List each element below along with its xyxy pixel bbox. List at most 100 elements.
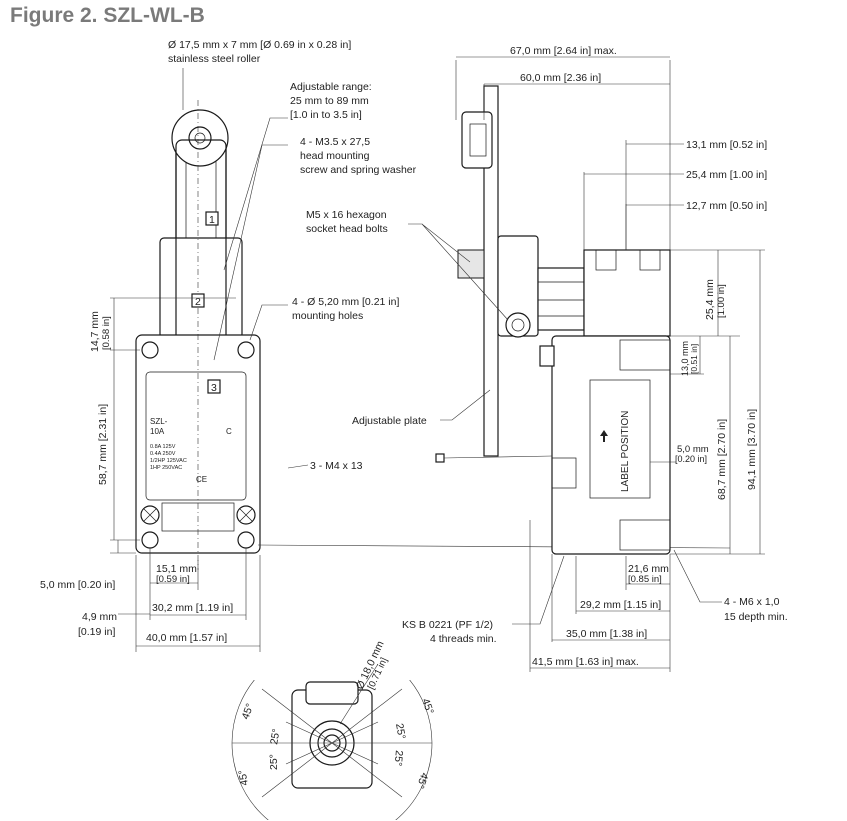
cover-screw-l (140, 505, 160, 525)
holes-2: mounting holes (292, 310, 363, 322)
dim-67: 67,0 mm [2.64 in] max. (510, 45, 617, 57)
angle-45-tl: 45° (240, 702, 257, 721)
side-view: LABEL POSITION 67,0 mm [2.64 in] max. 60… (306, 45, 788, 672)
label-line-4: 1/2HP 125VAC (150, 458, 187, 464)
head-tab-l (595, 249, 617, 271)
dim-5-0: 5,0 mm [0.20 in] (40, 579, 115, 591)
switch-head (159, 237, 243, 339)
dim-5-0r: 5,0 mm (677, 444, 709, 455)
angle-25-tr: 25° (393, 722, 408, 740)
side-head-housing (583, 249, 671, 337)
label-position: LABEL POSITION (620, 411, 631, 492)
figure-title: Figure 2. SZL-WL-B (10, 4, 205, 27)
m4-note: 3 - M4 x 13 (310, 460, 363, 472)
roller-note-2: stainless steel roller (168, 53, 261, 65)
screw-1: 4 - M3.5 x 27,5 (300, 136, 370, 148)
label-plate (145, 371, 247, 501)
cover-screw-cross (143, 508, 253, 522)
leader-adj-range (223, 117, 288, 271)
dim-35-0: 35,0 mm [1.38 in] (566, 628, 647, 640)
dim-60: 60,0 mm [2.36 in] (520, 72, 601, 84)
leader-holes (249, 304, 288, 341)
angle-45-tr: 45° (419, 697, 436, 716)
m6-2: 15 depth min. (724, 611, 788, 623)
angle-45-br: 45° (414, 771, 431, 790)
dim-30-2: 30,2 mm [1.19 in] (152, 602, 233, 614)
roller-axle (194, 132, 206, 144)
mounting-hole-tr (237, 341, 255, 359)
label-ce: CE (196, 475, 207, 484)
dim-29-2: 29,2 mm [1.15 in] (580, 599, 661, 611)
dim-25-4v-in: [1.00 in] (716, 284, 727, 318)
top-head (305, 681, 359, 705)
ks-1: KS B 0221 (PF 1/2) (402, 619, 493, 631)
dim-58-7: 58,7 mm [2.31 in] (97, 404, 109, 485)
screw-3: screw and spring washer (300, 164, 417, 176)
leader-screw (213, 144, 288, 361)
plate-pivot-core (511, 318, 525, 332)
adj-plate-label: Adjustable plate (352, 415, 427, 427)
label-position-box (589, 379, 651, 499)
plate-marker (435, 453, 445, 463)
label-line-2: 0.8A 125V (150, 444, 176, 450)
dim-13-1: 13,1 mm [0.52 in] (686, 139, 767, 151)
dim-4-9: 4,9 mm (82, 611, 117, 623)
cover-screw-r (236, 505, 256, 525)
angle-25-bl: 25° (268, 754, 280, 770)
top-body (291, 689, 373, 789)
front-view: 1 2 3 SZL- 10A 0.8A 125V 0.4A 250V 1/2HP… (40, 39, 417, 652)
adj-range-2: 25 mm to 89 mm (290, 95, 369, 107)
side-body (551, 335, 671, 555)
bolts-1: M5 x 16 hexagon (306, 209, 387, 221)
holes-1: 4 - Ø 5,20 mm [0.21 in] (292, 296, 399, 308)
label-line-1: 10A (150, 427, 165, 436)
dim-40-0: 40,0 mm [1.57 in] (146, 632, 227, 644)
dim-13-0-in: [0.51 in] (689, 344, 699, 374)
angle-line-4 (285, 721, 379, 765)
dim-25-4a: 25,4 mm [1.00 in] (686, 169, 767, 181)
dim-5-0r-in: [0.20 in] (675, 454, 707, 464)
roller (171, 109, 229, 167)
mounting-hole-tl (141, 341, 159, 359)
dim-12-7: 12,7 mm [0.50 in] (686, 200, 767, 212)
roller-note-1: Ø 17,5 mm x 7 mm [Ø 0.69 in x 0.28 in] (168, 39, 351, 51)
adj-range-3: [1.0 in to 3.5 in] (290, 109, 362, 121)
plate-pivot (505, 312, 531, 338)
screw-2: head mounting (300, 150, 370, 162)
m6-1: 4 - M6 x 1,0 (724, 596, 780, 608)
dim-14-7-in: [0.58 in] (101, 316, 112, 350)
label-line-0: SZL- (150, 417, 168, 426)
leader-dia (339, 663, 379, 725)
marker-1-box (205, 211, 219, 226)
marker-1: 1 (209, 214, 215, 226)
label-line-3: 0.4A 250V (150, 451, 176, 457)
plate-marker-line (443, 455, 553, 459)
roller-hub (188, 126, 212, 150)
dim-25-4v: 25,4 mm (704, 279, 716, 320)
label-c: C (226, 427, 232, 436)
top-view: Ø 18,0 mm [0.71 in] 45° 25° 45° 25° 45° … (231, 639, 436, 820)
leader-plate (440, 389, 491, 421)
dim-21-6: 21,6 mm (628, 563, 669, 575)
leader-bolts (408, 223, 509, 321)
dim-14-7: 14,7 mm (89, 311, 101, 352)
bolts-2: socket head bolts (306, 223, 388, 235)
side-roller (461, 111, 493, 169)
dim-4-9-in: [0.19 in] (78, 626, 115, 638)
side-top-boss (619, 339, 671, 371)
marker-3-box (207, 379, 221, 394)
hex-bolt (457, 249, 485, 279)
dim-68-7: 68,7 mm [2.70 in] (716, 419, 728, 500)
angle-45-bl: 45° (236, 769, 251, 787)
side-bottom-boss (619, 519, 671, 551)
side-roller-core (469, 123, 487, 157)
side-body-lug (539, 345, 555, 367)
marker-2: 2 (195, 296, 201, 308)
marker-3: 3 (211, 382, 217, 394)
conduit-port (551, 457, 577, 489)
leader-m4 (287, 464, 309, 469)
angle-25-br: 25° (392, 750, 405, 767)
marker-2-box (191, 293, 205, 308)
dim-15-1: 15,1 mm (156, 563, 197, 575)
